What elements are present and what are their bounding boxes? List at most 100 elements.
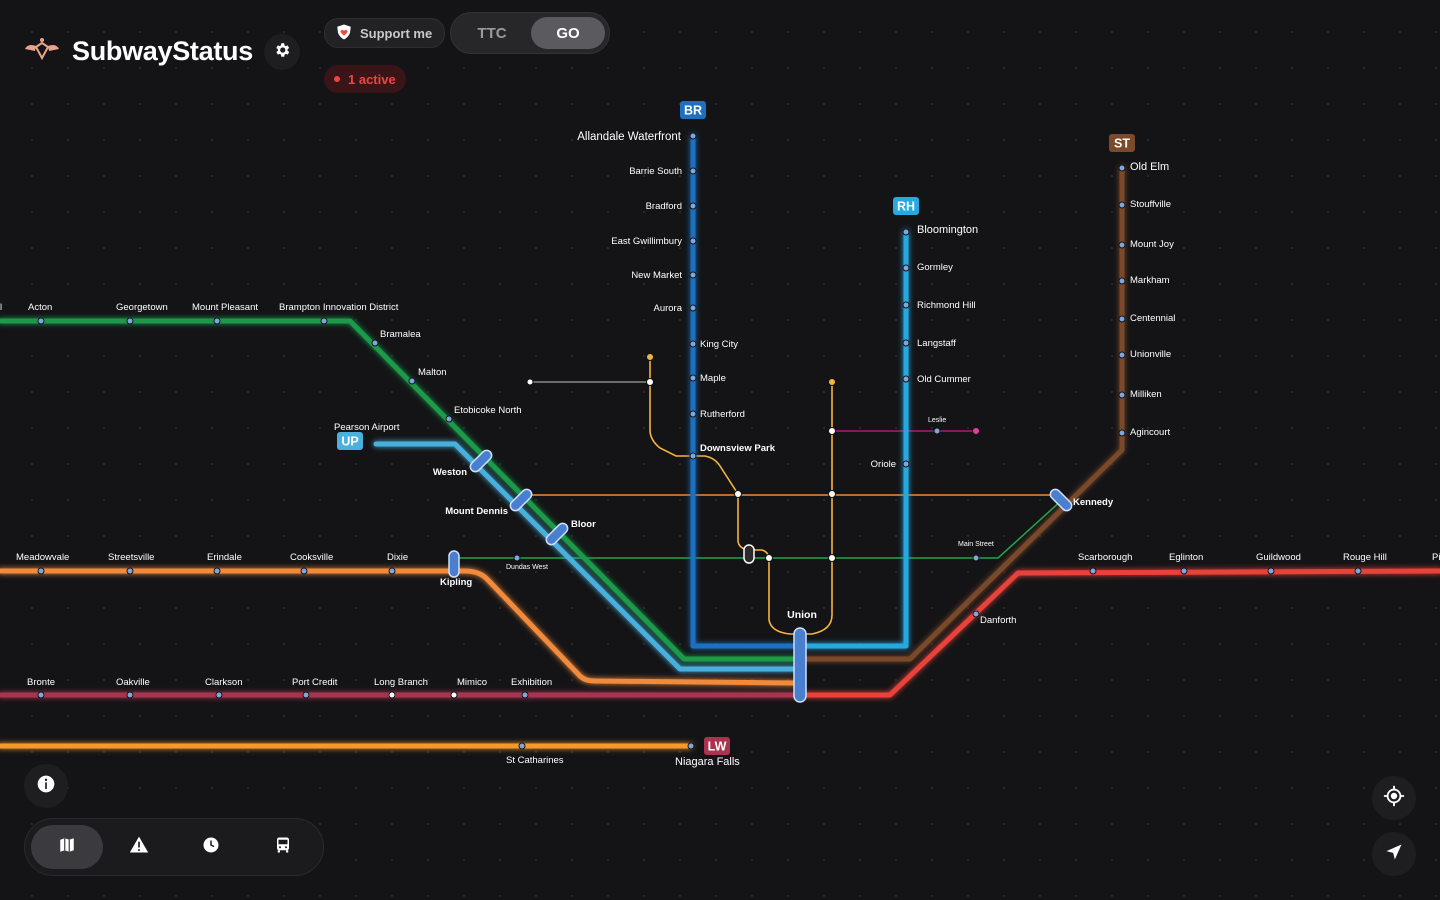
station-label[interactable]: Port Credit xyxy=(292,677,338,688)
station-label[interactable]: Markham xyxy=(1130,275,1170,286)
station-label[interactable]: Bramalea xyxy=(380,329,421,340)
station-dot[interactable] xyxy=(933,427,941,435)
station-dot[interactable] xyxy=(689,340,697,348)
station-label[interactable]: Georgetown xyxy=(116,302,168,313)
station-label[interactable]: Weston xyxy=(433,467,467,478)
station-dot[interactable] xyxy=(1118,429,1126,437)
station-dot[interactable] xyxy=(972,610,980,618)
station-label[interactable]: Bronte xyxy=(27,677,55,688)
line-badge-br[interactable]: BR xyxy=(680,101,706,119)
station-dot[interactable] xyxy=(1118,315,1126,323)
station-dot[interactable] xyxy=(213,317,221,325)
weston-interchange[interactable] xyxy=(468,448,493,473)
station-label[interactable]: Meadowvale xyxy=(16,552,69,563)
station-label[interactable]: Bloomington xyxy=(917,224,978,236)
station-dot[interactable] xyxy=(371,339,379,347)
station-dot[interactable] xyxy=(126,567,134,575)
station-dot[interactable] xyxy=(687,742,695,750)
station-label[interactable]: Gormley xyxy=(917,262,953,273)
station-dot[interactable] xyxy=(689,304,697,312)
station-label[interactable]: Erindale xyxy=(207,552,242,563)
station-dot[interactable] xyxy=(215,691,223,699)
station-label[interactable]: Acton xyxy=(28,302,52,313)
station-label[interactable]: Malton xyxy=(418,367,447,378)
station-dot[interactable] xyxy=(689,237,697,245)
station-label[interactable]: Mount Joy xyxy=(1130,239,1174,250)
station-label[interactable]: Mimico xyxy=(457,677,487,688)
station-dot[interactable] xyxy=(689,271,697,279)
station-dot[interactable] xyxy=(126,317,134,325)
kennedy-interchange[interactable] xyxy=(1048,487,1073,512)
station-label[interactable]: Eglinton xyxy=(1169,552,1203,563)
nav-history[interactable] xyxy=(175,825,247,869)
station-dot[interactable] xyxy=(213,567,221,575)
line-badge-lw[interactable]: LW xyxy=(704,737,730,755)
station-label[interactable]: Kipling xyxy=(440,577,472,588)
station-dot[interactable] xyxy=(902,301,910,309)
bloor-interchange[interactable] xyxy=(544,521,569,546)
station-label[interactable]: Kennedy xyxy=(1073,497,1114,508)
kipling-interchange[interactable] xyxy=(448,550,460,578)
station-label[interactable]: l xyxy=(0,302,2,313)
station-dot[interactable] xyxy=(689,167,697,175)
nav-bus[interactable] xyxy=(247,825,319,869)
station-dot[interactable] xyxy=(1089,567,1097,575)
station-label[interactable]: Pearson Airport xyxy=(334,422,400,433)
station-dot[interactable] xyxy=(521,691,529,699)
station-dot[interactable] xyxy=(513,554,521,562)
station-label[interactable]: Main Street xyxy=(958,541,994,548)
station-label[interactable]: Old Elm xyxy=(1130,161,1169,173)
station-dot[interactable] xyxy=(37,691,45,699)
active-alerts-badge[interactable]: 1 active xyxy=(324,65,406,93)
union-station-marker[interactable] xyxy=(793,627,807,703)
agency-toggle[interactable]: TTC GO xyxy=(450,12,610,54)
station-label[interactable]: Scarborough xyxy=(1078,552,1132,563)
station-label[interactable]: Allandale Waterfront xyxy=(577,131,682,143)
station-dot[interactable] xyxy=(1180,567,1188,575)
station-label[interactable]: Rouge Hill xyxy=(1343,552,1387,563)
station-dot[interactable] xyxy=(902,339,910,347)
locate-button[interactable] xyxy=(1372,776,1416,820)
station-label[interactable]: Clarkson xyxy=(205,677,243,688)
station-label[interactable]: Unionville xyxy=(1130,349,1171,360)
station-dot[interactable] xyxy=(37,567,45,575)
station-label[interactable]: Oakville xyxy=(116,677,150,688)
line-badge-up[interactable]: UP xyxy=(337,432,363,450)
station-dot[interactable] xyxy=(689,410,697,418)
station-dot[interactable] xyxy=(902,228,910,236)
station-dot[interactable] xyxy=(1118,277,1126,285)
station-dot[interactable] xyxy=(445,415,453,423)
station-label[interactable]: Streetsville xyxy=(108,552,154,563)
station-dot[interactable] xyxy=(689,374,697,382)
station-dot[interactable] xyxy=(902,264,910,272)
mode-option-ttc[interactable]: TTC xyxy=(477,24,507,42)
station-label[interactable]: Aurora xyxy=(653,303,682,314)
station-label[interactable]: Leslie xyxy=(928,417,946,424)
station-label[interactable]: Stouffville xyxy=(1130,199,1171,210)
station-dot[interactable] xyxy=(689,202,697,210)
station-dot[interactable] xyxy=(1118,241,1126,249)
station-label[interactable]: Brampton Innovation District xyxy=(279,302,399,313)
station-label[interactable]: New Market xyxy=(631,270,682,281)
line-badge-rh[interactable]: RH xyxy=(893,197,919,215)
station-label[interactable]: Mount Pleasant xyxy=(192,302,258,313)
sheppard-yonge-interchange[interactable] xyxy=(743,544,755,564)
station-dot[interactable] xyxy=(126,691,134,699)
station-label[interactable]: Niagara Falls xyxy=(675,756,740,768)
station-dot[interactable] xyxy=(300,567,308,575)
station-label[interactable]: Barrie South xyxy=(629,166,682,177)
info-button[interactable] xyxy=(24,764,68,808)
station-label[interactable]: Agincourt xyxy=(1130,427,1170,438)
station-dot[interactable] xyxy=(1267,567,1275,575)
station-label[interactable]: Maple xyxy=(700,373,726,384)
station-label[interactable]: Cooksville xyxy=(290,552,333,563)
station-dot[interactable] xyxy=(1118,201,1126,209)
station-label[interactable]: Milliken xyxy=(1130,389,1162,400)
station-dot[interactable] xyxy=(37,317,45,325)
station-dot[interactable] xyxy=(902,375,910,383)
station-label[interactable]: East Gwillimbury xyxy=(611,236,682,247)
line-badge-st[interactable]: ST xyxy=(1109,134,1135,152)
station-label[interactable]: Old Cummer xyxy=(917,374,971,385)
station-dot[interactable] xyxy=(1354,567,1362,575)
station-label[interactable]: Guildwood xyxy=(1256,552,1301,563)
